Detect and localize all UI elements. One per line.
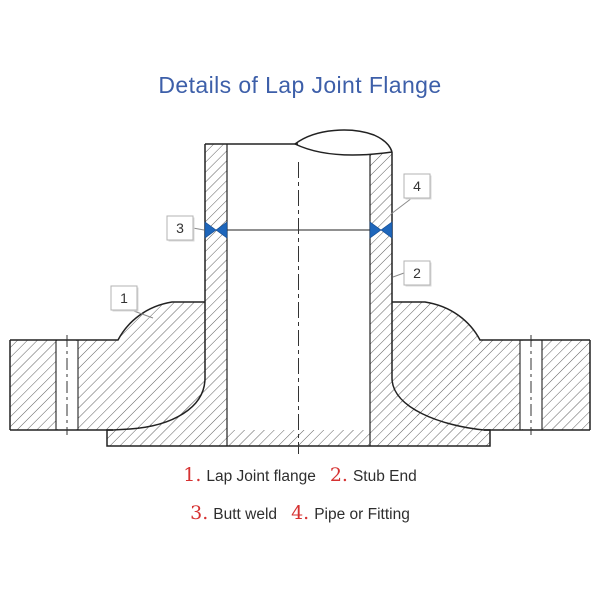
callout-2-label: 2 [413,265,421,281]
legend-line-2: 3.Butt weld 4.Pipe or Fitting [0,502,600,524]
weld-mark-right [369,221,393,239]
legend-num-pipe: 4. [291,502,310,524]
callout-3-box [166,215,194,241]
stub-right-wall [370,230,484,430]
butt-weld-symbols [204,221,393,239]
weld-mark-left [204,221,228,239]
callout-4-label: 4 [413,178,421,194]
pipe-right-wall [370,152,392,230]
callout-4-box [403,173,431,199]
lap-joint-flange-diagram: 1 2 3 4 [9,129,591,454]
legend-num-stub-end: 2. [329,464,348,486]
callout-3: 3 [166,215,205,242]
legend-num-flange: 1. [183,464,202,486]
callout-3-label: 3 [176,220,184,236]
callout-1: 1 [110,285,154,319]
flange-left-body [10,302,205,430]
stub-left-wall [113,230,227,430]
lap-joint-flange-section [9,301,591,431]
flange-right-body [392,302,590,430]
legend-label-pipe: Pipe or Fitting [314,506,410,523]
diagram-title: Details of Lap Joint Flange [158,72,442,98]
pipe-break-line [294,129,393,156]
legend-label-butt-weld: Butt weld [213,506,278,523]
legend-label-flange: Lap Joint flange [206,468,316,485]
centerlines [66,162,532,454]
legend-label-stub-end: Stub End [352,468,417,485]
callout-2-box [403,260,431,286]
callout-2: 2 [392,260,432,287]
legend-num-butt-weld: 3. [190,502,209,524]
callouts: 1 2 3 4 [110,173,432,319]
callout-4: 4 [390,173,432,215]
pipe-left-wall [205,144,227,230]
callout-1-box [110,285,138,311]
callout-1-label: 1 [120,290,128,306]
pipe-section [204,129,393,446]
legend-line-1: 1.Lap Joint flange 2.Stub End [0,464,600,486]
